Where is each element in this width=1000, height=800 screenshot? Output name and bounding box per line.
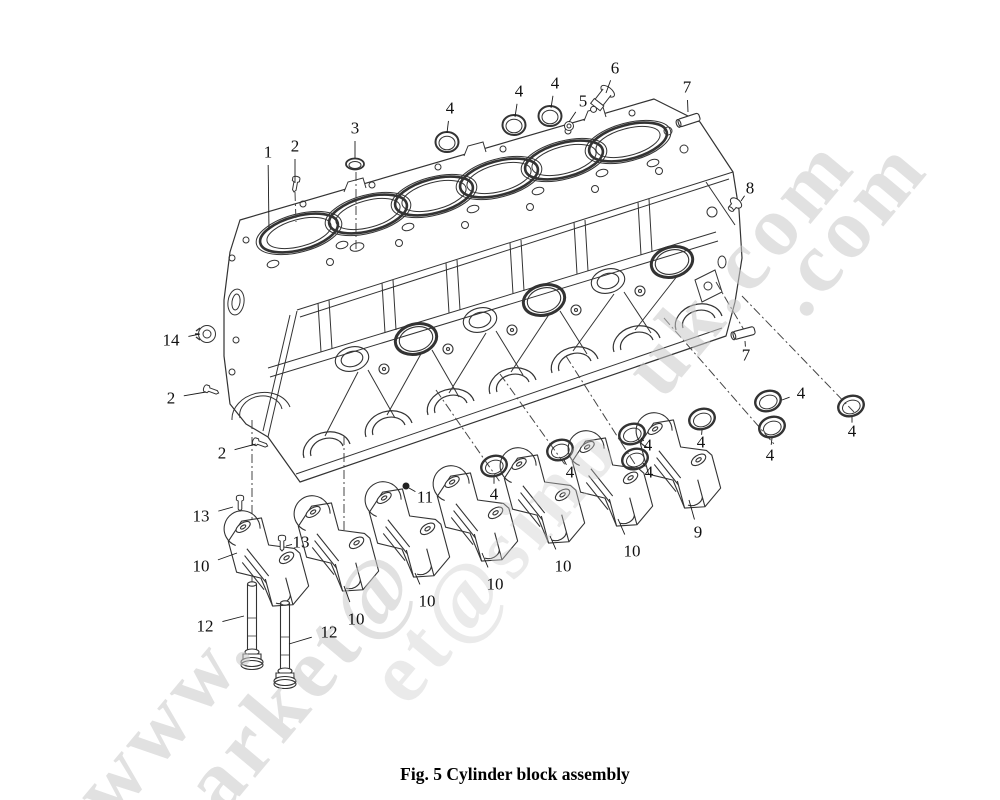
callout-4: 4 [550,73,560,93]
leader-line-12 [222,615,245,622]
callout-7: 7 [682,77,692,97]
projection-lines [251,172,855,601]
callout-4: 4 [643,435,653,455]
callout-4: 4 [565,462,575,482]
figure-caption: Fig. 5 Cylinder block assembly [400,764,630,784]
callout-3: 3 [350,118,360,138]
leader-line-13 [285,543,293,547]
leader-line-10 [481,552,489,568]
callout-12: 12 [320,622,338,642]
side-bosses [378,285,646,375]
leader-line-11 [408,487,416,492]
leader-line-1 [267,164,270,231]
callout-12: 12 [196,616,214,636]
callout-2: 2 [217,443,227,463]
callout-10: 10 [554,556,572,576]
callout-4: 4 [644,462,654,482]
leader-line-4 [514,103,518,118]
leader-line-10 [617,518,626,535]
callout-7: 7 [741,345,751,365]
leader-line-2 [234,443,257,451]
leader-line-4 [446,120,449,134]
leader-line-8 [740,195,745,202]
leader-line-10 [414,572,421,585]
leader-line-4 [550,95,554,109]
callout-10: 10 [623,541,641,561]
leader-line-12 [288,636,312,645]
callout-10: 10 [418,591,436,611]
callout-13: 13 [292,532,310,552]
callout-2: 2 [166,388,176,408]
small-parts [195,84,868,552]
callout-4: 4 [696,432,706,452]
callout-14: 14 [162,330,180,350]
callout-4: 4 [796,383,806,403]
side-windows [334,245,695,375]
bushing-14 [195,325,216,343]
engine-block [223,98,743,483]
callout-10: 10 [486,574,504,594]
callout-4: 4 [445,98,455,118]
leader-line-4 [640,437,645,442]
sensor-6 [589,84,615,113]
leader-line-4 [770,437,773,445]
callout-4: 4 [847,421,857,441]
leader-line-9 [688,499,695,520]
callout-10: 10 [347,609,365,629]
callout-9: 9 [693,522,703,542]
callout-5: 5 [578,91,588,111]
leader-line-4 [642,462,646,467]
cylinder-bores [255,119,672,256]
leader-line-13 [218,506,234,512]
deck-holes [266,109,689,269]
callout-4: 4 [514,81,524,101]
leader-line-10 [217,552,238,561]
callout-4: 4 [489,484,499,504]
ring-3 [345,157,365,171]
ball-plug-11 [402,482,410,490]
leader-line-10 [343,585,351,603]
callout-11: 11 [416,487,434,507]
bearing-saddles [302,303,723,459]
leader-line-2 [183,391,207,397]
callout-6: 6 [610,58,620,78]
leader-line-4 [563,459,567,466]
callout-8: 8 [745,178,755,198]
leader-line-10 [549,535,557,550]
leader-line-4 [781,396,790,401]
leader-line-6 [605,80,612,94]
callout-10: 10 [192,556,210,576]
callout-1: 1 [263,142,273,162]
leader-line-14 [188,333,201,337]
engine-block-detail [227,106,736,475]
callout-13: 13 [192,506,210,526]
plug-8 [727,197,743,212]
callout-4: 4 [765,445,775,465]
leader-line-5 [568,111,577,123]
callout-2: 2 [290,136,300,156]
